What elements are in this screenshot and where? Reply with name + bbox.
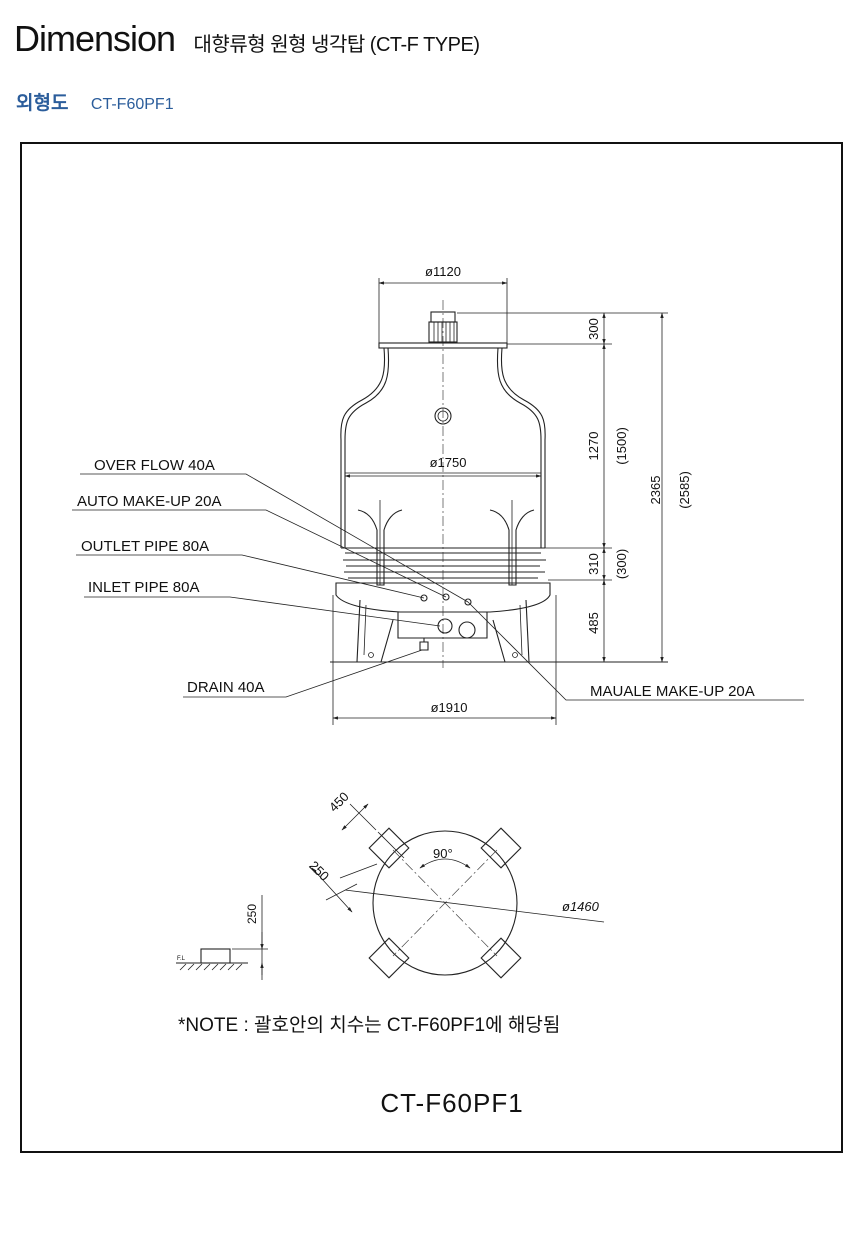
leg-pad-se — [480, 937, 522, 979]
dim-casing-height-alt: (1500) — [614, 427, 629, 465]
page-header: Dimension 대향류형 원형 냉각탑 (CT-F TYPE) — [14, 18, 480, 60]
leg-pad-nw — [368, 827, 410, 869]
tower-plan: 90° ø1460 450 250 — [306, 789, 605, 979]
callout-outlet: OUTLET PIPE 80A — [81, 538, 209, 555]
dim-base-diameter: ø1910 — [431, 700, 468, 715]
section-label: 외형도 — [16, 93, 69, 114]
dim-total-height-alt: (2585) — [677, 471, 692, 509]
dim-casing-height: 1270 — [586, 432, 601, 461]
dim-foundation-height: 250 — [245, 904, 259, 924]
dim-top-diameter: ø1120 — [425, 264, 461, 279]
drawing-frame — [20, 142, 843, 1153]
drain-valve — [419, 641, 429, 651]
callout-overflow: OVER FLOW 40A — [94, 457, 215, 474]
section-model: CT-F60PF1 — [90, 96, 174, 113]
foundation-detail: 250 F.L — [176, 895, 268, 980]
callout-manual-makeup: MAUALE MAKE-UP 20A — [590, 683, 755, 700]
dim-basin-height: 310 — [586, 553, 601, 575]
dim-pad-size: 450 — [326, 789, 352, 815]
callout-inlet: INLET PIPE 80A — [88, 579, 199, 596]
model-label: CT-F60PF1 — [380, 1088, 523, 1118]
horizontal-dimensions: ø1120 ø1750 ø1910 — [332, 264, 557, 725]
inspection-port — [434, 407, 452, 425]
dim-basin-height-alt: (300) — [614, 549, 629, 579]
outlet-pipe-symbol — [458, 621, 476, 639]
page-title: Dimension — [14, 18, 176, 59]
leg-pad-sw — [368, 937, 410, 979]
floor-level-label: F.L — [177, 956, 186, 962]
leg-pad-ne — [480, 827, 522, 869]
tower-elevation — [330, 300, 668, 668]
dim-angle: 90° — [433, 846, 453, 861]
dim-mid-diameter: ø1750 — [430, 455, 467, 470]
section-heading: 외형도 CT-F60PF1 — [16, 88, 174, 115]
dim-total-height: 2365 — [648, 476, 663, 505]
inlet-pipe-symbol — [437, 618, 453, 634]
dim-pcd: ø1460 — [562, 899, 600, 914]
pipe-callouts: OVER FLOW 40A AUTO MAKE-UP 20A OUTLET PI… — [72, 457, 804, 701]
dim-leg-height: 485 — [586, 612, 601, 634]
callout-auto-makeup: AUTO MAKE-UP 20A — [77, 493, 222, 510]
dim-pad-offset: 250 — [306, 858, 332, 884]
page-subtitle: 대향류형 원형 냉각탑 (CT-F TYPE) — [193, 34, 480, 56]
dimension-note: *NOTE : 괄호안의 치수는 CT-F60PF1에 해당됨 — [178, 1014, 560, 1036]
vertical-dimensions: 300 1270 (1500) 2365 (2585) 310 (300) 48… — [457, 312, 692, 663]
dim-motor-height: 300 — [586, 318, 601, 340]
callout-drain: DRAIN 40A — [187, 679, 265, 696]
